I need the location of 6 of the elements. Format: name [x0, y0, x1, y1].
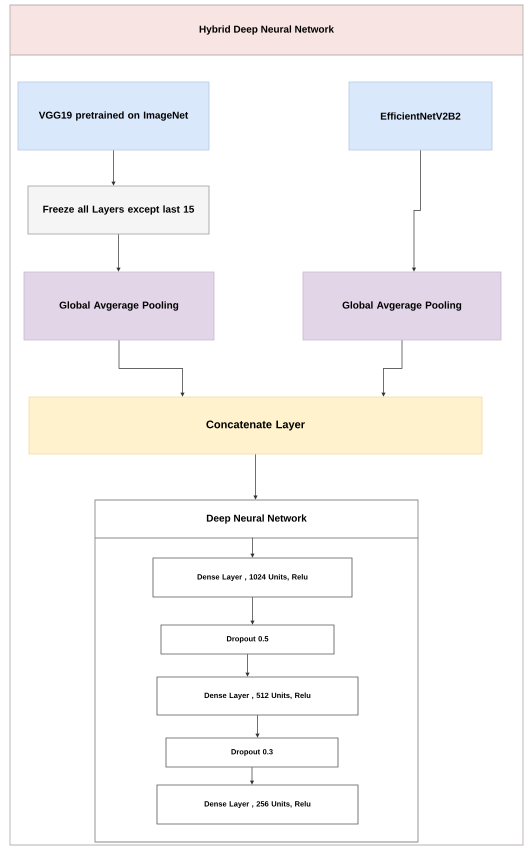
process-box: Concatenate Layer [28, 396, 482, 454]
process-box: VGG19 pretrained on ImageNet [18, 82, 210, 150]
process-box: EfficientNetV2B2 [348, 82, 492, 150]
process-box: Freeze all Layers except last 15 [28, 186, 210, 234]
process-box: Global Avgerage Pooling [24, 272, 214, 340]
process-box: Global Avgerage Pooling [302, 272, 502, 340]
